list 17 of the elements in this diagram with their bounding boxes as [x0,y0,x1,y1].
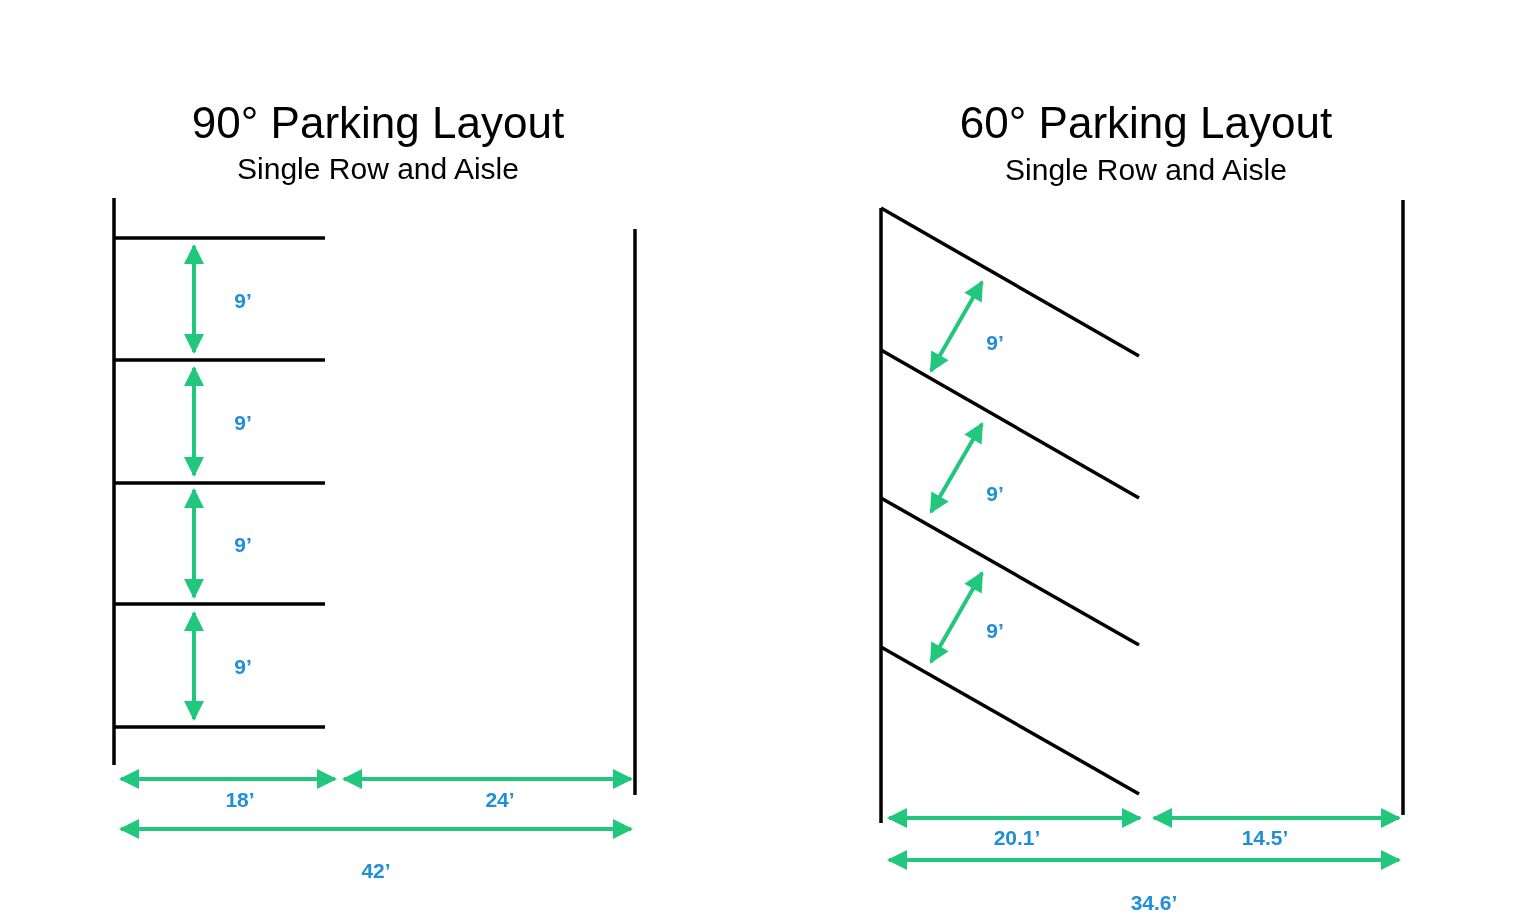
dimension-label: 9’ [986,619,1004,643]
dimension-label: 9’ [234,289,252,313]
dimension-label: 24’ [485,788,515,812]
dimension-label: 20.1’ [993,826,1041,850]
subtitle: Single Row and Aisle [1005,152,1287,186]
dimension-label: 18’ [225,788,255,812]
dimension-label: 9’ [986,331,1004,355]
dimension-label: 9’ [986,482,1004,506]
dimension-label: 9’ [234,411,252,435]
dimension-label: 9’ [234,533,252,557]
panel-heading: 60° Parking Layout [959,98,1333,148]
dimension-label: 42’ [361,859,391,883]
dimension-label: 34.6’ [1130,891,1178,915]
dimension-label: 9’ [234,655,252,679]
panel-heading: 90° Parking Layout [191,98,565,148]
subtitle: Single Row and Aisle [237,151,519,185]
dimension-label: 14.5’ [1241,826,1289,850]
